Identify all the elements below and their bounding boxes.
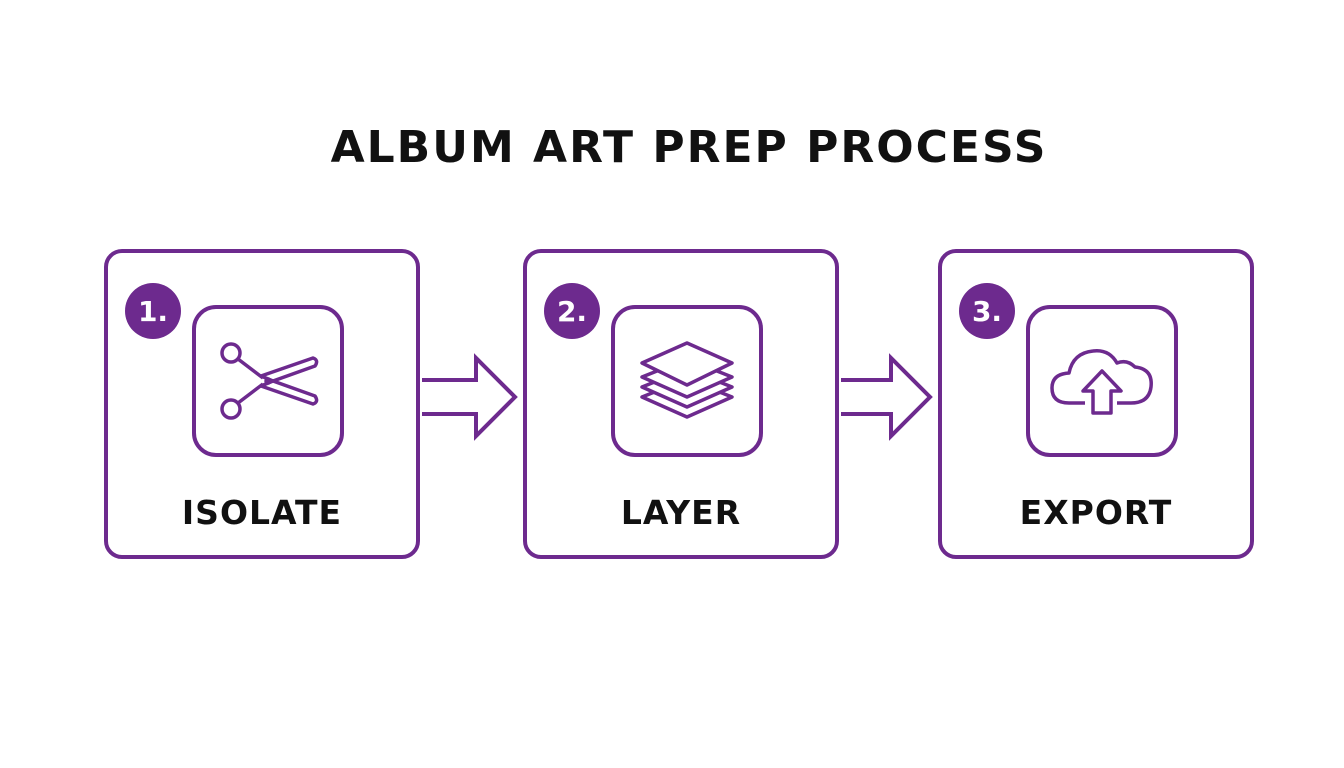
layers-icon [640, 341, 734, 419]
step-label: ISOLATE [181, 493, 343, 532]
step-number-badge: 2. [544, 283, 600, 339]
diagram-title: ALBUM ART PREP PROCESS [330, 122, 1048, 173]
icon-box [192, 305, 344, 457]
cloud-upload-icon [1050, 349, 1153, 415]
arrow-right-icon [841, 353, 933, 441]
step-card-layer: 2. LAYER [523, 249, 839, 559]
arrow-right-icon [422, 353, 518, 441]
step-card-isolate: 1. ISOLATE [104, 249, 420, 559]
step-number-badge: 3. [959, 283, 1015, 339]
scissors-icon [220, 342, 319, 420]
icon-box [1026, 305, 1178, 457]
step-card-export: 3. EXPORT [938, 249, 1254, 559]
step-label: EXPORT [1019, 493, 1173, 532]
icon-box [611, 305, 763, 457]
step-number-badge: 1. [125, 283, 181, 339]
step-label: LAYER [620, 493, 742, 532]
